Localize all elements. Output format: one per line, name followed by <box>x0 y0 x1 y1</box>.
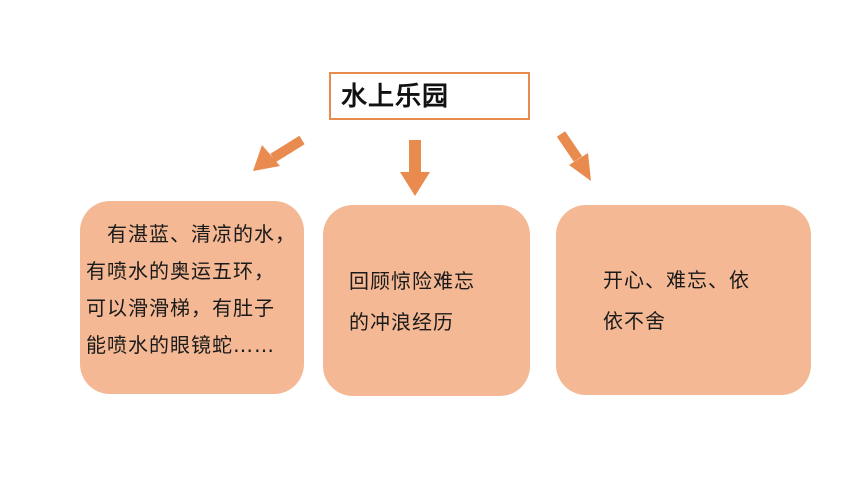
arrow-middle-head <box>400 172 430 196</box>
card-left-text: 有湛蓝、清凉的水， 有喷水的奥运五环， 可以滑滑梯，有肚子 能喷水的眼镜蛇…… <box>86 216 296 364</box>
card-left-line: 有喷水的奥运五环， <box>86 259 275 283</box>
diagram-title: 水上乐园 <box>341 82 450 112</box>
card-right-line: 开心、难忘、依 <box>603 268 750 292</box>
card-left <box>80 201 304 394</box>
card-middle <box>323 205 530 396</box>
arrow-right-shaft <box>556 131 583 162</box>
arrow-left-shaft <box>270 135 305 163</box>
card-right <box>556 205 811 395</box>
card-left-line: 可以滑滑梯，有肚子 <box>86 296 275 320</box>
card-right-line: 依不舍 <box>603 309 666 333</box>
card-left-line: 能喷水的眼镜蛇…… <box>86 333 275 357</box>
arrow-middle-shaft <box>409 140 421 175</box>
arrow-middle <box>400 140 430 196</box>
card-middle-line: 回顾惊险难忘 <box>349 269 475 293</box>
arrow-right <box>556 131 591 181</box>
arrow-right-head <box>569 153 591 181</box>
title-box: 水上乐园 <box>329 72 530 120</box>
card-left-line: 有湛蓝、清凉的水， <box>86 222 296 246</box>
arrow-left <box>253 135 305 171</box>
card-middle-line: 的冲浪经历 <box>349 310 454 334</box>
card-middle-text: 回顾惊险难忘 的冲浪经历 <box>349 261 475 343</box>
card-right-text: 开心、难忘、依 依不舍 <box>603 260 750 342</box>
arrow-left-head <box>253 145 280 171</box>
